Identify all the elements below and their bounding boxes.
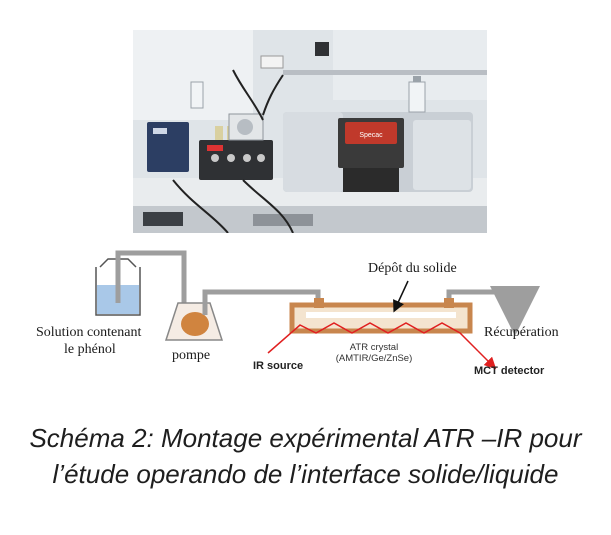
- crystal-label-line2: (AMTIR/Ge/ZnSe): [335, 353, 413, 364]
- figure-caption: Schéma 2: Montage expérimental ATR –IR p…: [0, 420, 611, 492]
- cable: [262, 74, 284, 116]
- pump-label: pompe: [172, 348, 211, 363]
- bottle-right: [408, 81, 426, 113]
- bench-socket: [143, 212, 183, 226]
- detector-label: MCT detector: [474, 365, 545, 377]
- schematic-drawing: [95, 250, 540, 370]
- controller-knob: [257, 154, 265, 162]
- deposit-label: Dépôt du solide: [368, 261, 457, 276]
- shelf-screen: [260, 55, 284, 69]
- tubing-inlet: [115, 250, 187, 313]
- crystal-label-line1: ATR crystal: [349, 342, 399, 353]
- specac-label: Specac: [359, 132, 383, 139]
- caption-line2: l’étude operando de l’interface solide/l…: [52, 459, 559, 489]
- heater-display: [153, 128, 167, 134]
- deposit-arrow: [393, 280, 409, 313]
- pump-roller: [181, 312, 209, 336]
- controller-knob: [227, 154, 235, 162]
- controller-display: [207, 145, 223, 151]
- controller-knob: [243, 154, 251, 162]
- solid-deposit-layer: [306, 312, 456, 318]
- atr-ir-schematic: Solution contenant le phénol pompe Dépôt…: [0, 245, 611, 400]
- cell-outlet-port: [444, 298, 454, 308]
- cable: [172, 179, 229, 233]
- atr-base: [343, 168, 399, 192]
- cable: [232, 69, 264, 121]
- ir-source-label: IR source: [253, 360, 304, 372]
- solution-flask: [95, 267, 141, 316]
- ir-beam-exit: [477, 350, 497, 370]
- bottle-cap: [413, 76, 421, 82]
- spectrometer-right-panel: [413, 120, 471, 190]
- bottle-left: [190, 81, 204, 109]
- bench-socket: [253, 214, 313, 226]
- tubing-outlet: [446, 286, 540, 336]
- ir-beam-path: [267, 322, 479, 354]
- spectrometer-left-panel: [283, 112, 343, 192]
- lab-photo: Specac: [133, 30, 487, 233]
- solution-label-line1: Solution contenant: [36, 325, 142, 340]
- vial: [215, 126, 223, 140]
- solution-label-line2: le phénol: [64, 342, 116, 357]
- lab-photo-drawing: Specac: [133, 30, 487, 233]
- controller-knob: [211, 154, 219, 162]
- caption-line1: Schéma 2: Montage expérimental ATR –IR p…: [29, 423, 582, 453]
- crystal-label: ATR crystal (AMTIR/Ge/ZnSe): [334, 342, 414, 364]
- recovery-label: Récupération: [484, 325, 559, 340]
- cable: [242, 179, 294, 233]
- shelf-rail: [283, 70, 487, 75]
- cell-inlet-port: [314, 298, 324, 308]
- pump-rotor: [237, 119, 253, 135]
- atr-clamp: [345, 122, 397, 144]
- shelf-device: [315, 42, 329, 56]
- heater-box: [147, 122, 189, 172]
